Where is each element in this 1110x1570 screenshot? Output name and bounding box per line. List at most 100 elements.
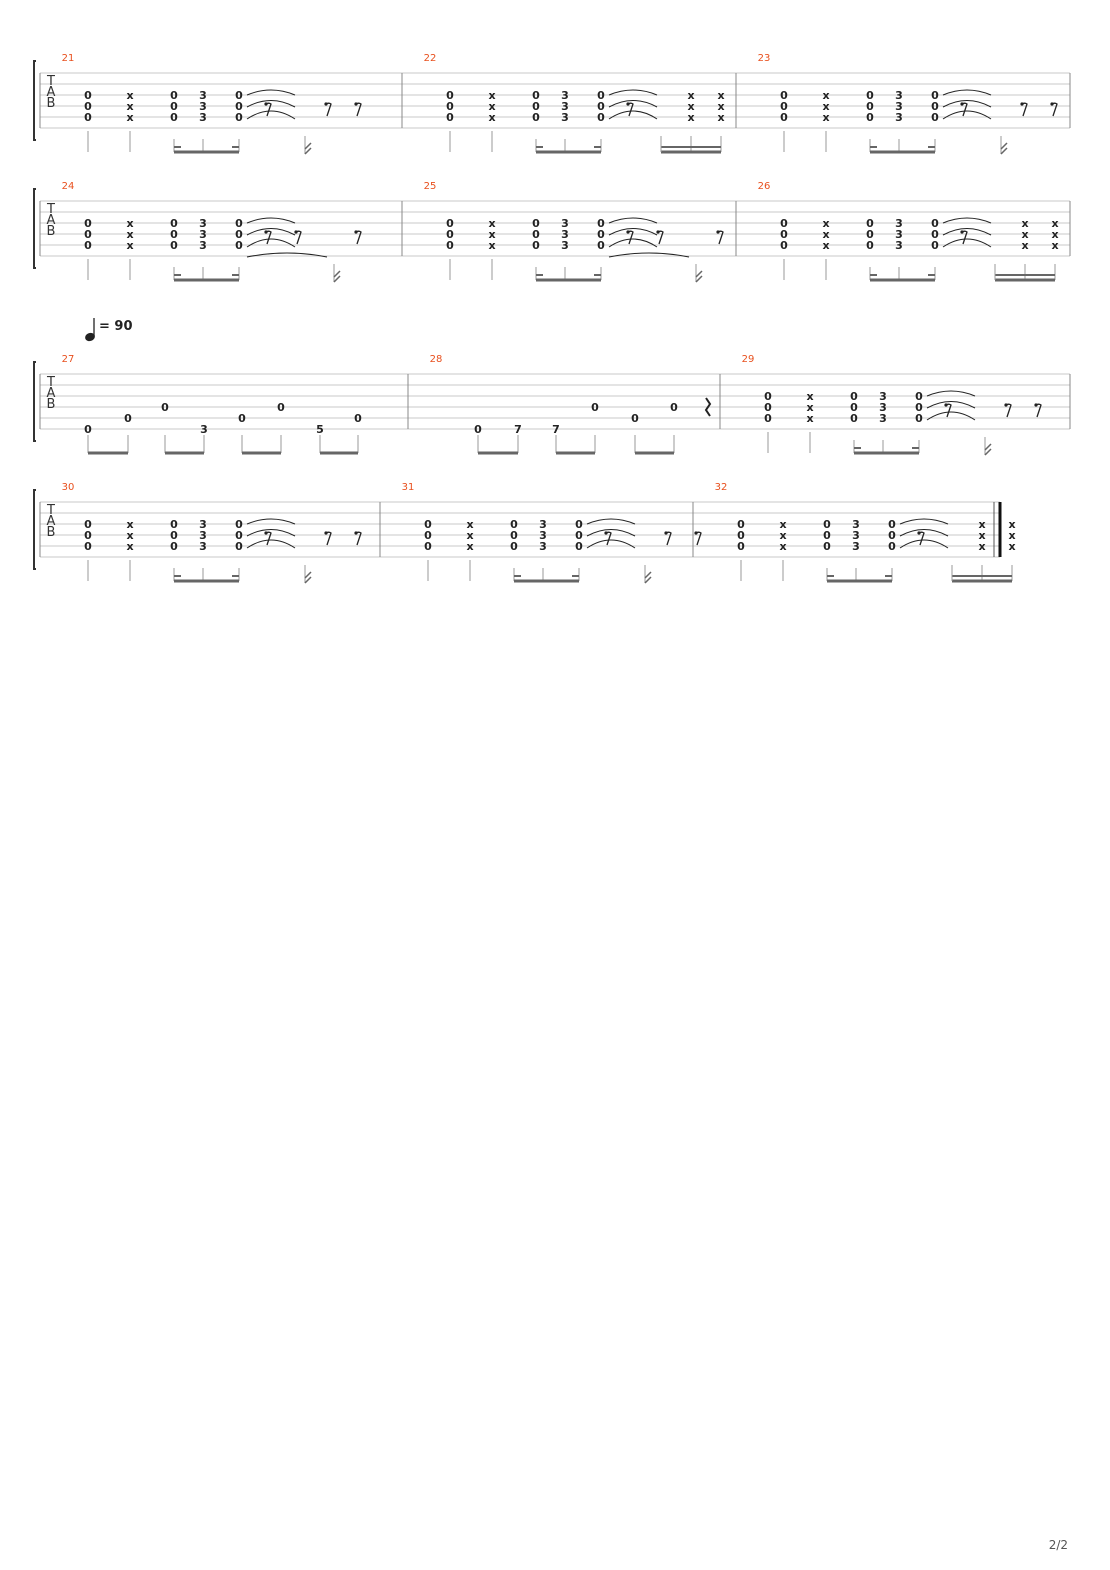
measure-23-tie-0 <box>942 89 992 96</box>
measure-25-fret-4-1: 0 <box>597 228 605 241</box>
measure-24-fret-3-1: 3 <box>199 228 207 241</box>
measure-24-fret-1-0: x <box>126 217 133 230</box>
measure-32-muted-1-1: x <box>1008 529 1015 542</box>
measure-22-fret-2-1: 0 <box>532 100 540 113</box>
measure-26-tie-0 <box>942 217 992 224</box>
measure-31-fret-3-2: 3 <box>539 540 547 553</box>
measure-31-fret-2-0: 0 <box>510 518 518 531</box>
measure-32-tie-0 <box>899 518 949 525</box>
tab-clef-a: A <box>47 213 56 228</box>
measure-22-fret-0-1: 0 <box>446 100 454 113</box>
measure-26-fret-1-1: x <box>822 228 829 241</box>
measure-31-fret-1-1: x <box>466 529 473 542</box>
measure-29-rest-3-dot <box>1034 403 1038 407</box>
measure-29-fret-2-0: 0 <box>850 390 858 403</box>
measure-30-fret-4-2: 0 <box>235 540 243 553</box>
tab-clef-a: A <box>47 514 56 529</box>
measure-30-fret-3-0: 3 <box>199 518 207 531</box>
measure-26-fret-1-2: x <box>822 239 829 252</box>
measure-26-muted-0-2: x <box>1021 239 1028 252</box>
measure-32-tie-2 <box>899 539 949 549</box>
tab-clef-b: B <box>47 397 56 412</box>
tempo-marking: = 90 <box>99 319 133 334</box>
measure-25-fret-1-2: x <box>488 239 495 252</box>
measure-23-fret-3-1: 3 <box>895 100 903 113</box>
measure-24-fret-3-2: 3 <box>199 239 207 252</box>
measure-22-fret-4-0: 0 <box>597 89 605 102</box>
measure-25-fret-0-2: 0 <box>446 239 454 252</box>
measure-25-fret-3-2: 3 <box>561 239 569 252</box>
measure-23-fret-1-1: x <box>822 100 829 113</box>
measure-number-24: 24 <box>62 181 75 192</box>
measure-23-fret-2-2: 0 <box>866 111 874 124</box>
measure-23-fret-3-2: 3 <box>895 111 903 124</box>
measure-25-fret-4-0: 0 <box>597 217 605 230</box>
measure-25-fret-1-1: x <box>488 228 495 241</box>
measure-24-fret-3-0: 3 <box>199 217 207 230</box>
measure-24-fret-0-2: 0 <box>84 239 92 252</box>
measure-32-muted-1-2: x <box>1008 540 1015 553</box>
measure-32-fret-4-1: 0 <box>888 529 896 542</box>
measure-number-30: 30 <box>62 482 75 493</box>
measure-29-rest-1-dot <box>944 403 948 407</box>
measure-21-fret-1-0: x <box>126 89 133 102</box>
measure-29-flag <box>984 443 992 456</box>
measure-30-tie-0 <box>246 518 296 525</box>
measure-29-rest-2-dot <box>1004 403 1008 407</box>
measure-21-fret-1-1: x <box>126 100 133 113</box>
measure-25-fret-1-0: x <box>488 217 495 230</box>
system-bracket-2 <box>33 361 36 442</box>
measure-31-fret-1-2: x <box>466 540 473 553</box>
measure-21-fret-0-1: 0 <box>84 100 92 113</box>
measure-27-fret-3: 3 <box>200 423 208 436</box>
measure-32-rest-1-dot <box>917 531 921 535</box>
measure-22-fret-3-0: 3 <box>561 89 569 102</box>
measure-25-flag <box>695 270 703 283</box>
measure-22-fret-2-2: 0 <box>532 111 540 124</box>
measure-21-tie-0 <box>246 89 296 96</box>
measure-31-fret-2-2: 0 <box>510 540 518 553</box>
measure-21-fret-0-0: 0 <box>84 89 92 102</box>
measure-32-fret-2-2: 0 <box>823 540 831 553</box>
measure-22-muted-0-0: x <box>687 89 694 102</box>
measure-29-fret-1-1: x <box>806 401 813 414</box>
measure-25-fret-0-1: 0 <box>446 228 454 241</box>
measure-30-fret-4-1: 0 <box>235 529 243 542</box>
measure-30-flag <box>304 571 312 584</box>
measure-32-muted-1-0: x <box>1008 518 1015 531</box>
measure-30-tie-1 <box>246 529 296 537</box>
measure-28-fret-1: 7 <box>514 423 522 436</box>
system-bracket-0 <box>33 60 36 141</box>
measure-27-fret-7: 0 <box>354 412 362 425</box>
measure-31-fret-4-1: 0 <box>575 529 583 542</box>
measure-26-muted-0-1: x <box>1021 228 1028 241</box>
measure-32-fret-1-2: x <box>779 540 786 553</box>
measure-31-tie-0 <box>586 518 636 525</box>
measure-31-flag <box>644 571 652 584</box>
measure-27-fret-0: 0 <box>84 423 92 436</box>
measure-25-fret-2-2: 0 <box>532 239 540 252</box>
measure-31-tie-1 <box>586 529 636 537</box>
measure-22-muted-1-2: x <box>717 111 724 124</box>
measure-32-fret-0-1: 0 <box>737 529 745 542</box>
measure-24-rest-2-dot <box>294 230 298 234</box>
tab-clef-t: T <box>46 375 55 390</box>
measure-30-fret-2-1: 0 <box>170 529 178 542</box>
measure-number-22: 22 <box>424 53 437 64</box>
measure-27-fret-6: 5 <box>316 423 324 436</box>
measure-27-fret-4: 0 <box>238 412 246 425</box>
measure-32-muted-0-2: x <box>978 540 985 553</box>
measure-30-fret-2-2: 0 <box>170 540 178 553</box>
measure-23-tie-1 <box>942 100 992 108</box>
measure-21-rest-3-dot <box>354 102 358 106</box>
measure-32-fret-0-2: 0 <box>737 540 745 553</box>
measure-24-fret-1-1: x <box>126 228 133 241</box>
measure-30-fret-0-0: 0 <box>84 518 92 531</box>
measure-24-fret-2-1: 0 <box>170 228 178 241</box>
measure-26-fret-2-0: 0 <box>866 217 874 230</box>
measure-24-fret-4-2: 0 <box>235 239 243 252</box>
measure-24-rest-1-dot <box>264 230 268 234</box>
measure-23-fret-1-2: x <box>822 111 829 124</box>
measure-28-fret-4: 0 <box>631 412 639 425</box>
